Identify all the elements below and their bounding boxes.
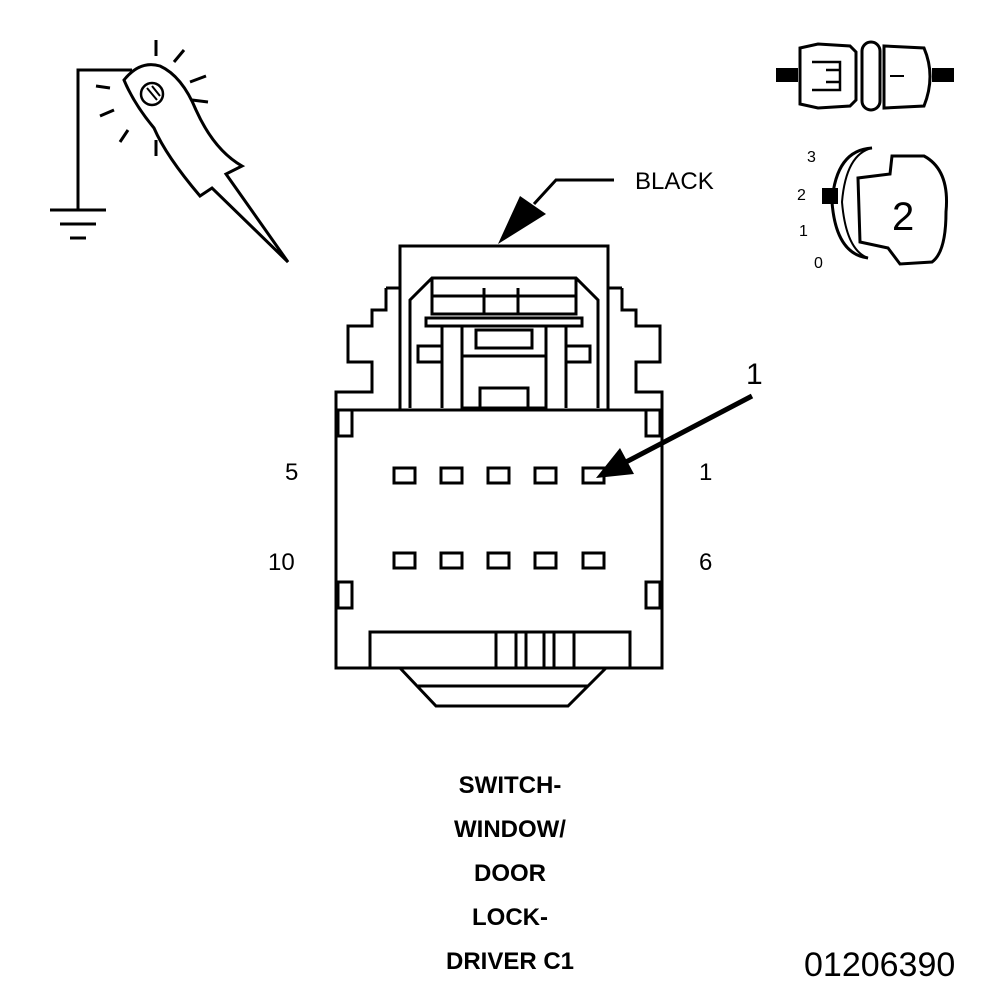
pin-cavity <box>486 466 511 485</box>
pin-cavity <box>439 466 464 485</box>
pin-cavity <box>486 551 511 570</box>
caption-line: WINDOW/ <box>454 816 566 843</box>
scale-mark-3: 3 <box>807 149 816 166</box>
connector-housing <box>334 244 664 708</box>
connector-color-label: BLACK <box>635 168 714 195</box>
pin-cavity <box>439 551 464 570</box>
pin-cavity <box>581 551 606 570</box>
scale-mark-0: 0 <box>814 255 823 272</box>
caption-line: DRIVER C1 <box>445 948 575 975</box>
pin-cavity <box>533 466 558 485</box>
pin-cavity <box>392 551 417 570</box>
pin-cavity <box>392 466 417 485</box>
pin-cavities <box>392 466 606 570</box>
callout-arrow <box>596 393 754 478</box>
pin-label-top-left: 5 <box>285 459 299 486</box>
position-scale-icon <box>822 146 949 266</box>
test-probe-icon <box>50 40 290 264</box>
scale-mark-2: 2 <box>797 187 806 204</box>
black-leader-arrow <box>498 178 614 244</box>
caption-line: LOCK- <box>472 904 548 931</box>
pin-label-top-right: 1 <box>699 459 713 486</box>
connector-view-icon <box>776 40 954 112</box>
pin-label-bottom-left: 10 <box>268 549 295 576</box>
callout-number: 1 <box>746 358 763 391</box>
caption-line: DOOR <box>474 860 546 887</box>
pin-cavity <box>533 551 558 570</box>
figure-id: 01206390 <box>804 946 956 984</box>
pin-label-bottom-right: 6 <box>699 549 713 576</box>
caption-line: SWITCH- <box>458 772 562 799</box>
scale-selected-value: 2 <box>892 195 915 239</box>
scale-mark-1: 1 <box>799 223 808 240</box>
connector-caption: SWITCH- WINDOW/ DOOR LOCK- DRIVER C1 <box>380 764 640 984</box>
